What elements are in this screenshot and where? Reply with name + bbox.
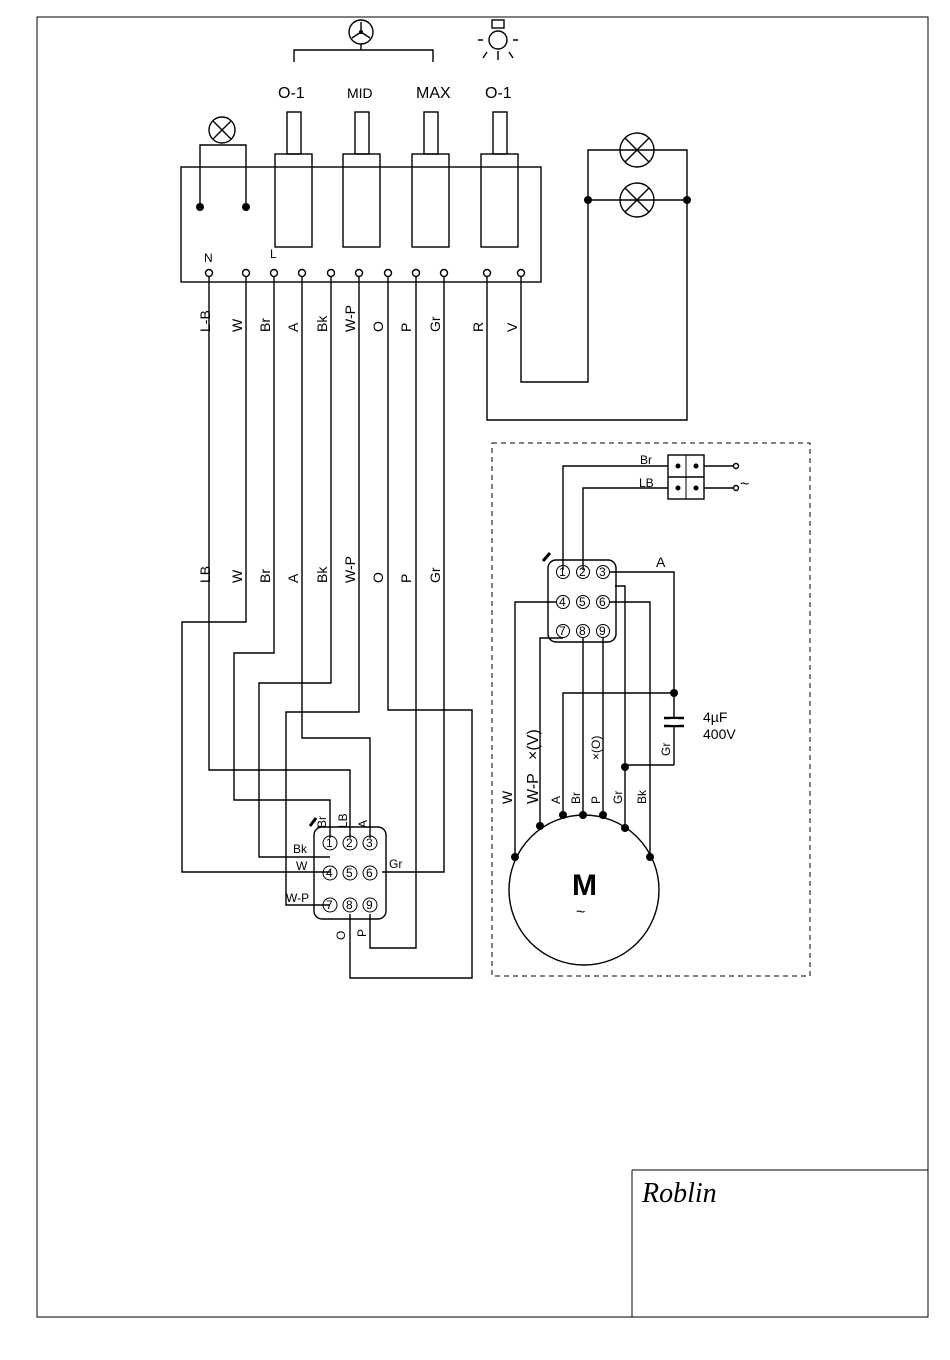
motor-lead-label: ×(V): [525, 729, 542, 760]
terminal-l-label: L: [270, 247, 277, 261]
wire-label-top: Br: [257, 318, 273, 332]
capacitor-voltage: 400V: [703, 726, 736, 742]
control-panel: [181, 167, 541, 282]
gr-lead-label: Gr: [659, 743, 673, 756]
wire-label-top: L-B: [197, 310, 213, 332]
motor-connector-pin: 9: [599, 624, 606, 638]
switch-max: [412, 112, 449, 247]
switch-label-1: O-1: [278, 85, 305, 102]
wire-label-mid: LB: [197, 566, 213, 583]
motor-lead-label: Gr: [611, 791, 625, 804]
motor-lead-label: A: [549, 796, 563, 804]
supply-terminal-block: [668, 455, 739, 499]
connector-pin: 3: [366, 836, 373, 850]
wire-label-top: V: [504, 322, 520, 332]
switch-label-3: MAX: [416, 85, 451, 102]
connector-pin: 9: [366, 898, 373, 912]
switch-mid: [343, 112, 380, 247]
wire-label-mid: O: [370, 572, 386, 583]
terminal-n-label: N: [204, 251, 213, 265]
wire-label-mid: Br: [257, 569, 273, 583]
wire-label-mid: W: [229, 569, 245, 583]
wire-label-top: Gr: [427, 316, 443, 332]
connector-pin: 8: [346, 898, 353, 912]
connector-top-label: LB: [336, 813, 350, 828]
brand-logo: Roblin: [641, 1178, 717, 1209]
connector-bottom-label: P: [355, 929, 369, 937]
motor-connector-pin: 1: [559, 565, 566, 579]
terminal-row: [206, 270, 525, 277]
motor-connector-pin: 4: [559, 595, 566, 609]
connector-pin: 4: [326, 866, 333, 880]
wire-label-top: P: [398, 323, 414, 332]
motor-lead-label: W-P: [525, 773, 542, 804]
connector-side-label: W: [296, 859, 308, 873]
connector-right-label: Gr: [389, 857, 402, 871]
wire-label-top: W: [229, 318, 245, 332]
ac-symbol: ~: [740, 476, 749, 493]
wire-label-mid: Gr: [427, 567, 443, 583]
motor-ac-symbol: ~: [576, 904, 585, 921]
motor-connector-pin: 2: [579, 565, 586, 579]
connector-pin: 6: [366, 866, 373, 880]
fan-icon: [349, 20, 373, 44]
connector-top-label: Br: [315, 816, 329, 828]
supply-label-br: Br: [640, 453, 652, 467]
switch-o1-fan: [275, 112, 312, 247]
left-connector: 1 2 3 4 5 6 7 8 9: [310, 818, 386, 919]
connector-top-label: A: [356, 820, 370, 828]
cable-wire-labels: LB W Br A Bk W-P O P Gr: [197, 556, 443, 583]
switch-o1-light: [481, 112, 518, 247]
motor-lead-label: W: [499, 790, 515, 804]
connector-pin: 5: [346, 866, 353, 880]
connector-side-label: Bk: [293, 842, 308, 856]
a-lead-label: A: [656, 554, 666, 570]
switch-label-4: O-1: [485, 85, 512, 102]
wire-label-mid: A: [285, 573, 301, 583]
capacitor-value: 4µF: [703, 709, 727, 725]
motor-connector-pin: 5: [579, 595, 586, 609]
page-frame: [37, 17, 928, 1317]
motor-lead-label: ×(O): [589, 736, 603, 760]
connector-pin: 7: [326, 898, 333, 912]
capacitor-icon: [664, 718, 684, 726]
switch-label-2: MID: [347, 85, 373, 101]
connector-pin: 1: [326, 836, 333, 850]
connector-bottom-label: O: [334, 931, 348, 940]
motor-connector-pin: 7: [559, 624, 566, 638]
wire-label-top: A: [285, 322, 301, 332]
wire-label-top: O: [370, 321, 386, 332]
light-bulb-icon: [478, 20, 518, 60]
motor-lead-label: Bk: [635, 789, 649, 804]
wire-label-mid: Bk: [314, 566, 330, 583]
indicator-lamp-icon: [196, 117, 250, 211]
motor-connector-pin: 3: [599, 565, 606, 579]
wire-label-top: Bk: [314, 315, 330, 332]
wire-label-top: W-P: [342, 305, 358, 332]
motor-label: M: [572, 869, 597, 902]
motor-connector-pin: 8: [579, 624, 586, 638]
motor-connector-pin: 6: [599, 595, 606, 609]
motor-lead-label: Br: [569, 792, 583, 804]
connector-side-label: W-P: [286, 891, 309, 905]
fan-switch-bracket: [294, 50, 433, 62]
motor-connector: 1 2 3 4 5 6 7 8 9: [543, 553, 616, 642]
wire-label-mid: W-P: [342, 556, 358, 583]
connector-pin: 2: [346, 836, 353, 850]
wire-label-top: R: [470, 322, 486, 332]
motor-lead-label: P: [589, 796, 603, 804]
wire-label-mid: P: [398, 574, 414, 583]
